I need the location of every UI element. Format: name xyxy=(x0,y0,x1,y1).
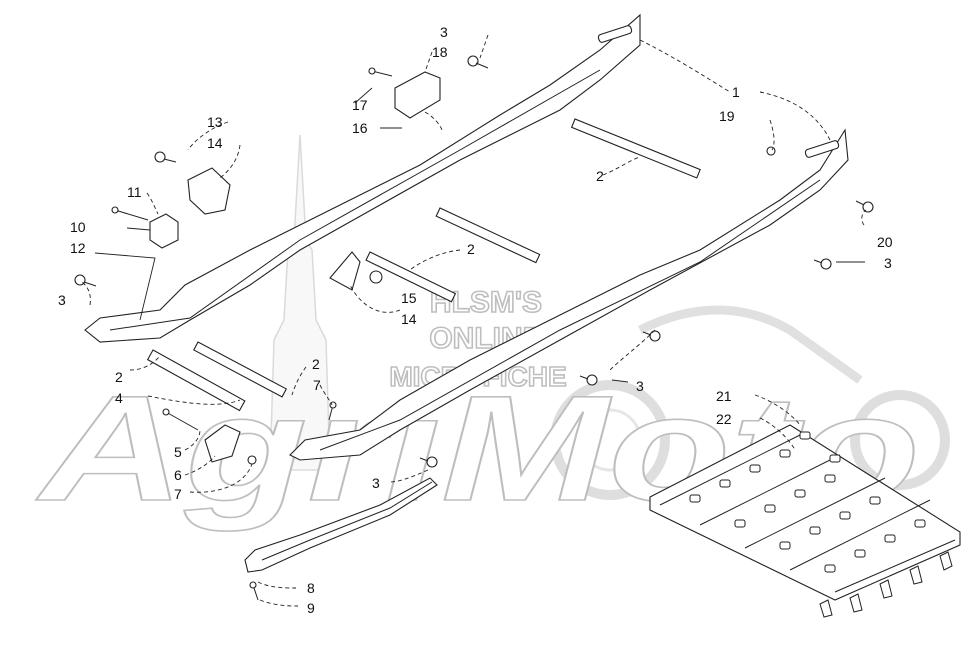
cross-shaft xyxy=(365,251,457,303)
track-clip xyxy=(779,541,791,550)
track-belt xyxy=(649,424,961,618)
bolt-icon xyxy=(154,151,177,163)
track-clip xyxy=(824,474,836,483)
callout-3: 3 xyxy=(372,475,380,491)
track-clip xyxy=(719,479,731,488)
bolt-icon xyxy=(419,456,438,468)
callout-20: 20 xyxy=(877,234,893,250)
callout-11: 11 xyxy=(127,184,142,200)
track-clip xyxy=(839,511,851,520)
track-clip xyxy=(779,449,791,458)
wear-strip xyxy=(244,477,438,573)
bolt-icon xyxy=(368,67,393,77)
track-clip xyxy=(809,526,821,535)
callout-6: 6 xyxy=(174,467,182,483)
watermark-wheel-graphic xyxy=(550,380,670,500)
track-clip xyxy=(799,431,811,440)
track-clip xyxy=(689,494,701,503)
bracket-14-upper xyxy=(187,167,231,215)
callout-5: 5 xyxy=(174,444,182,460)
callout-4: 4 xyxy=(115,390,123,406)
bolt-icon xyxy=(855,200,874,213)
callout-3: 3 xyxy=(884,255,892,271)
bolt-icon xyxy=(579,374,598,386)
cross-shaft xyxy=(146,349,246,412)
track-clip xyxy=(914,519,926,528)
track-clip xyxy=(824,564,836,573)
bolts xyxy=(74,55,874,601)
callout-7: 7 xyxy=(174,486,182,502)
callout-17: 17 xyxy=(352,97,368,113)
bolt-icon xyxy=(766,146,776,156)
bolt-icon xyxy=(249,581,259,601)
callout-3: 3 xyxy=(440,24,448,40)
bolt-icon xyxy=(162,408,199,431)
callout-2: 2 xyxy=(312,356,320,372)
watermark-wheel-graphic xyxy=(850,390,950,490)
callout-14: 14 xyxy=(207,135,223,151)
track-clip xyxy=(869,496,881,505)
callout-16: 16 xyxy=(352,120,368,136)
bolt-icon xyxy=(111,206,149,221)
callout-15: 15 xyxy=(401,290,417,306)
track-clip xyxy=(734,519,746,528)
callout-8: 8 xyxy=(307,580,315,596)
track-clip xyxy=(749,464,761,473)
track-clip xyxy=(884,534,896,543)
bolt-icon xyxy=(642,330,661,342)
callout-3: 3 xyxy=(58,292,66,308)
bolt-icon xyxy=(74,274,97,287)
callout-2: 2 xyxy=(467,241,475,257)
bolt-icon xyxy=(467,55,489,69)
callout-7: 7 xyxy=(313,377,321,393)
callout-2: 2 xyxy=(596,168,604,184)
callout-1: 1 xyxy=(732,84,740,100)
right-slide-rail xyxy=(289,128,849,461)
track-clip xyxy=(854,549,866,558)
bracket-11 xyxy=(149,213,179,249)
bracket-18 xyxy=(394,71,441,119)
callout-18: 18 xyxy=(432,44,448,60)
track-clip xyxy=(829,454,841,463)
callouts: 1 2 2 2 2 3 3 3 3 3 4 5 6 7 7 8 9 10 11 … xyxy=(58,24,893,616)
callout-13: 13 xyxy=(207,114,223,130)
callout-22: 22 xyxy=(716,411,732,427)
spacer-7 xyxy=(247,455,257,465)
left-slide-rail xyxy=(84,13,641,343)
cross-shaft xyxy=(435,207,541,264)
callout-9: 9 xyxy=(307,600,315,616)
bracket-6 xyxy=(204,424,241,463)
callout-14: 14 xyxy=(401,311,417,327)
cross-shaft xyxy=(570,118,701,179)
bolt-icon xyxy=(813,258,832,270)
callout-21: 21 xyxy=(716,388,732,404)
callout-12: 12 xyxy=(70,240,86,256)
leader-lines xyxy=(81,34,867,607)
callout-19: 19 xyxy=(719,108,735,124)
track-clip xyxy=(794,489,806,498)
cross-shafts xyxy=(146,118,701,412)
bracket-parts xyxy=(149,71,441,465)
spacer-15 xyxy=(369,270,383,284)
callout-2: 2 xyxy=(115,369,123,385)
bracket-14-lower xyxy=(329,251,361,291)
callout-10: 10 xyxy=(70,219,86,235)
cross-shaft xyxy=(193,341,288,398)
track-clip xyxy=(764,504,776,513)
callout-3: 3 xyxy=(636,378,644,394)
